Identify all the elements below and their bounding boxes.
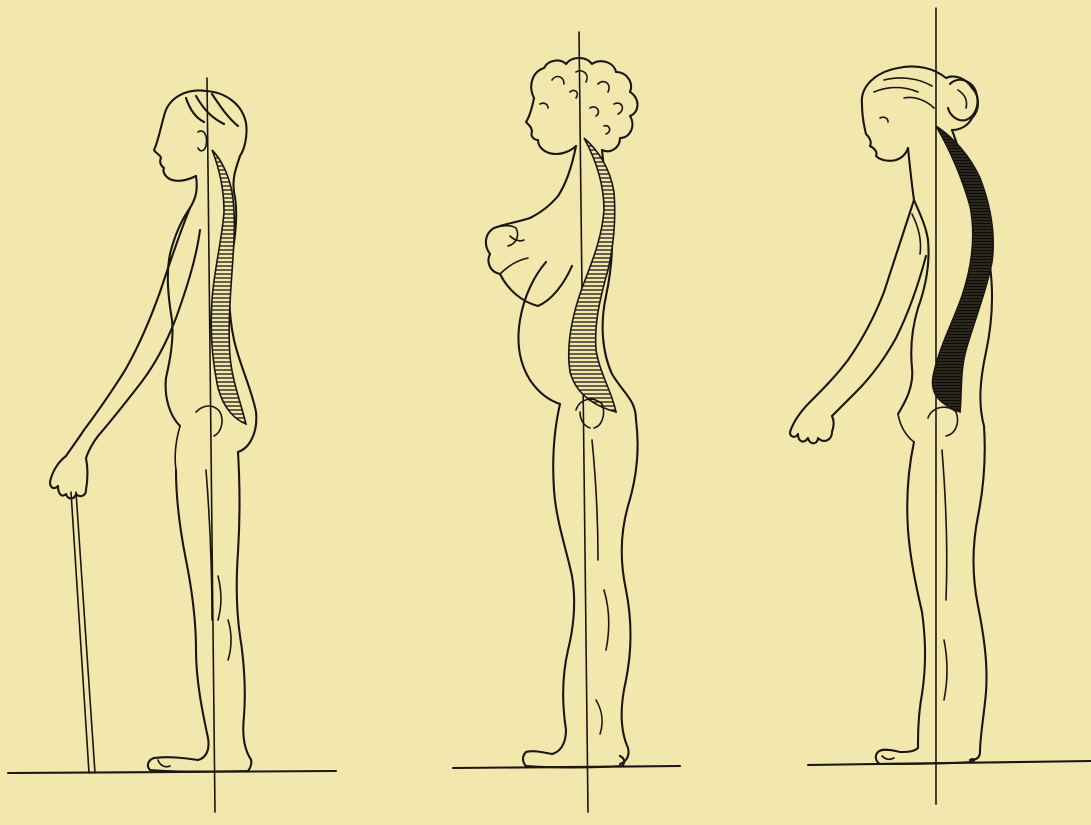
woman-foot [876,750,974,764]
figure-child [453,32,680,812]
woman-spine [932,126,993,412]
woman-leg-front [900,442,925,752]
woman-arm [810,200,914,402]
child-leg-front [552,404,574,754]
figure-man [8,78,336,812]
man-hand [50,456,88,499]
man-leg-front [176,470,209,760]
figure-woman [790,8,1091,804]
woman-face [862,104,908,161]
woman-hand [790,402,834,443]
man-leg-back [237,452,250,758]
man-spine [211,150,246,424]
woman-leg-back [970,426,987,760]
child-face [526,98,576,154]
child-leg-back [620,420,638,764]
child-foot [523,751,624,767]
man-ear [198,131,207,151]
man-face [154,116,196,181]
woman-torso-front [898,148,929,414]
child-torso-front [530,146,576,218]
child-arms [486,218,572,306]
plumb-line-man [207,78,215,812]
cane [71,492,95,773]
plumb-line-child [579,32,588,812]
woman-bun [948,80,978,121]
